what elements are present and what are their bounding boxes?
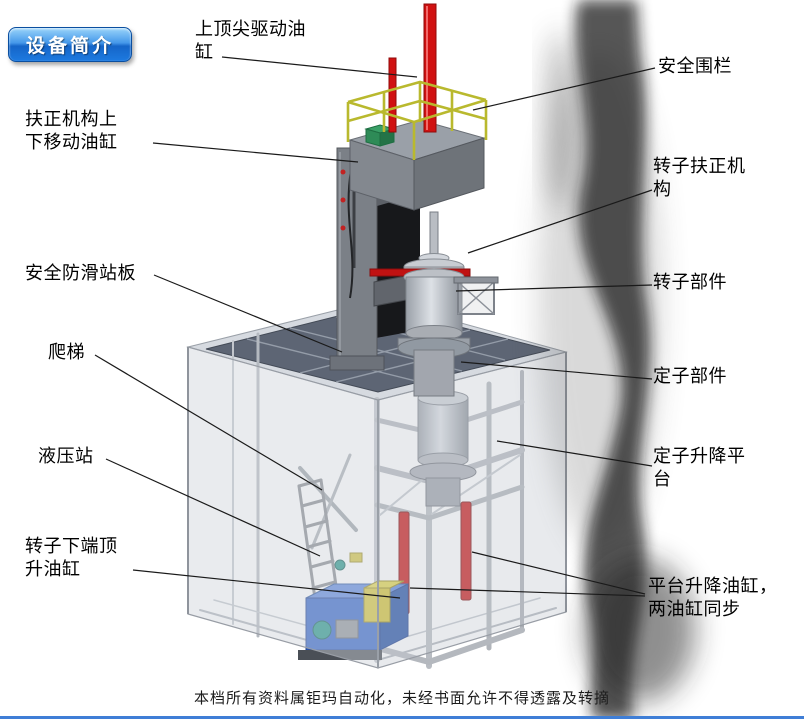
label-platform-lift-cylinders: 平台升降油缸， 两油缸同步 — [648, 576, 778, 620]
label-rotor-bottom-jack-cylinder: 转子下端顶 升油缸 — [25, 536, 118, 580]
press-head-graphic — [348, 119, 486, 211]
title-badge: 设备简介 — [8, 27, 132, 62]
label-rotor-part: 转子部件 — [653, 272, 727, 292]
label-top-pin-drive-cylinder: 上顶尖驱动油 缸 — [195, 19, 306, 63]
leader-lines — [94, 56, 656, 599]
top-drive-cylinder-graphic — [388, 3, 437, 133]
interior-structure — [199, 332, 557, 669]
shadow-smudge — [538, 0, 695, 719]
copyright-text: 本档所有资料属钜玛自动化，未经书面允许不得透露及转摘 — [193, 691, 610, 707]
label-ladder: 爬梯 — [48, 342, 85, 362]
hydraulic-station-graphic — [298, 580, 409, 660]
label-hydraulic-station: 液压站 — [38, 446, 94, 466]
label-stator-lift-platform: 定子升降平 台 — [653, 446, 746, 490]
bottom-divider — [0, 716, 804, 719]
label-centering-updown-cylinder: 扶正机构上 下移动油缸 — [25, 109, 118, 153]
label-stator-part: 定子部件 — [653, 366, 727, 386]
label-anti-slip-standing-board: 安全防滑站板 — [25, 263, 136, 283]
label-safety-fence: 安全围栏 — [658, 56, 732, 76]
label-rotor-centering-mechanism: 转子扶正机 构 — [653, 156, 746, 200]
title-badge-text: 设备简介 — [25, 36, 114, 57]
rotor-assembly-graphic — [369, 211, 499, 397]
